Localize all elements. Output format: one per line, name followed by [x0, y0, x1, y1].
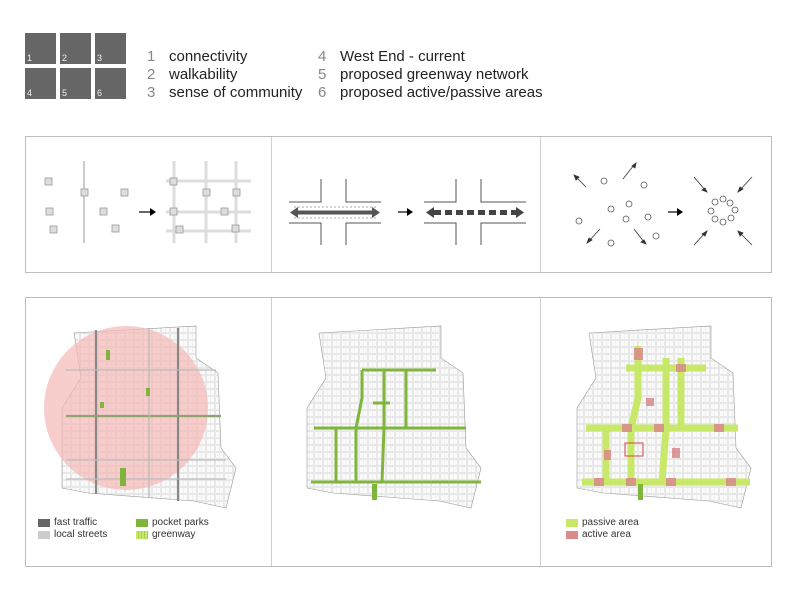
connectivity-diagram-before: [44, 161, 129, 243]
legend-label: walkability: [169, 66, 238, 83]
pocket-parks-label: pocket parks: [152, 517, 209, 528]
inward-arrows: [693, 176, 753, 246]
key-grid: 1 2 3 4 5 6: [25, 33, 127, 101]
legend-number: 6: [318, 84, 327, 101]
legend-item-2: 2 walkability: [147, 66, 237, 83]
key-number: 5: [62, 88, 68, 98]
active-area-label: active area: [582, 529, 631, 540]
legend-label: proposed active/passive areas: [340, 84, 543, 101]
highlight-box: [624, 442, 644, 457]
passive-area-label: passive area: [582, 517, 639, 528]
pocket-parks: [100, 350, 150, 486]
panel-divider: [271, 137, 272, 272]
key-cell-3: 3: [95, 33, 126, 64]
legend-number: 1: [147, 48, 156, 65]
local-streets-label: local streets: [54, 529, 108, 540]
key-cell-4: 4: [25, 68, 56, 99]
legend-item-5: 5 proposed greenway network: [318, 66, 528, 83]
key-cell-2: 2: [60, 33, 91, 64]
map-west-end-current: [44, 325, 237, 509]
fast-traffic-label: fast traffic: [54, 517, 98, 528]
key-number: 3: [97, 53, 103, 63]
greenway-swatch: [136, 531, 148, 539]
maps-svg: [44, 325, 752, 509]
connectivity-diagram-after: [166, 161, 251, 243]
concept-diagrams-svg: [44, 161, 753, 247]
community-diagram-after: [707, 195, 739, 226]
outward-arrows: [573, 162, 647, 245]
legend-item-3: 3 sense of community: [147, 84, 302, 101]
greenway-label: greenway: [152, 529, 196, 540]
key-cell-1: 1: [25, 33, 56, 64]
legend-number: 2: [147, 66, 156, 83]
arrow-right-icon: [139, 208, 156, 216]
local-streets-swatch: [38, 531, 50, 539]
arrow-right-icon: [398, 208, 413, 216]
walkability-diagram-after: [424, 179, 526, 245]
key-number: 4: [27, 88, 33, 98]
map-greenway-network: [306, 325, 482, 509]
greenway-routes: [311, 368, 481, 484]
legend-item-4: 4 West End - current: [318, 48, 465, 65]
key-number: 1: [27, 53, 33, 63]
concept-diagrams-panel: [25, 136, 772, 273]
panel-divider: [271, 298, 272, 566]
walk-radius: [44, 326, 208, 490]
panel-divider: [540, 298, 541, 566]
legend-label: sense of community: [169, 84, 303, 101]
active-areas: [594, 348, 736, 486]
active-area-swatch: [566, 531, 578, 539]
maps-panel: fast traffic local streets pocket parks …: [25, 297, 772, 567]
fast-traffic-swatch: [38, 519, 50, 527]
panel-divider: [540, 137, 541, 272]
key-number: 6: [97, 88, 103, 98]
legend-label: West End - current: [340, 48, 465, 65]
key-cell-5: 5: [60, 68, 91, 99]
map-active-passive-areas: [576, 325, 752, 509]
community-diagram-before: [575, 177, 660, 247]
legend-item-6: 6 proposed active/passive areas: [318, 84, 543, 101]
pocket-parks-swatch: [136, 519, 148, 527]
legend-item-1: 1 connectivity: [147, 48, 247, 65]
legend-number: 4: [318, 48, 327, 65]
walkability-diagram-before: [289, 179, 381, 245]
legend-number: 3: [147, 84, 156, 101]
legend-label: connectivity: [169, 48, 248, 65]
legend-number: 5: [318, 66, 327, 83]
legend-label: proposed greenway network: [340, 66, 529, 83]
passive-area-swatch: [566, 519, 578, 527]
key-number: 2: [62, 53, 68, 63]
arrow-right-icon: [668, 208, 683, 216]
key-cell-6: 6: [95, 68, 126, 99]
